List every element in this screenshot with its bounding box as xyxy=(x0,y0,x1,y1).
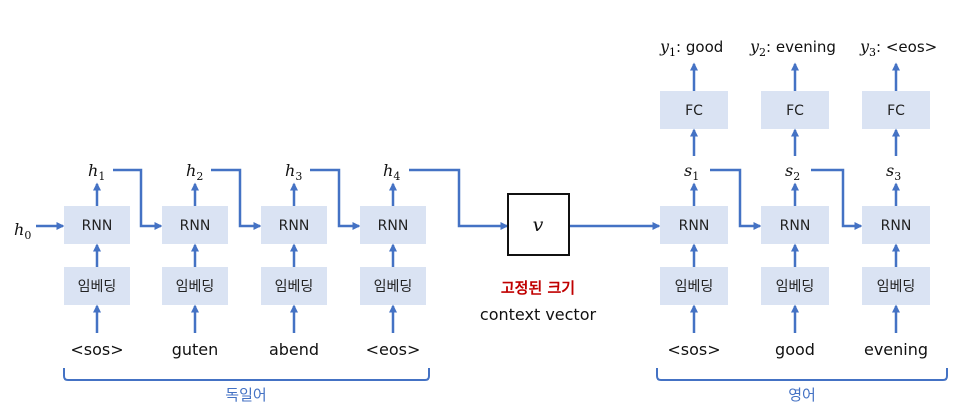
encoder-column-2: RNN 임베딩 guten h2 xyxy=(162,161,228,359)
decoder-rnn-label-3: RNN xyxy=(881,218,912,234)
decoder-rnn-box-3 xyxy=(862,206,930,244)
encoder-embedding-box-1 xyxy=(64,267,130,305)
decoder-fc-box-2 xyxy=(761,91,829,129)
encoder-hidden-label-4: h4 xyxy=(383,161,400,183)
encoder-language-label: 독일어 xyxy=(225,386,266,404)
decoder-fc-box-1 xyxy=(660,91,728,129)
context-vector-label: context vector xyxy=(480,305,597,324)
encoder-hidden-label-1: h1 xyxy=(88,161,105,183)
encoder-column-1: RNN 임베딩 <sos> h1 xyxy=(64,161,130,359)
context-vector-symbol: v xyxy=(533,214,544,236)
decoder-recurrent-arrow-2 xyxy=(811,168,863,230)
encoder-rnn-box-4 xyxy=(360,206,426,244)
encoder-embedding-label-1: 임베딩 xyxy=(78,279,117,295)
decoder-column-1: FC RNN 임베딩 <sos> s1 y1: good xyxy=(659,37,728,359)
encoder-bracket xyxy=(63,368,430,381)
decoder-column-2: FC RNN 임베딩 good s2 y2: evening xyxy=(749,37,836,359)
decoder-fc-label-2: FC xyxy=(786,103,804,119)
decoder-language-label: 영어 xyxy=(788,386,816,404)
encoder-recurrent-arrow-1 xyxy=(113,168,163,230)
encoder-rnn-box-2 xyxy=(162,206,228,244)
decoder-rnn-box-2 xyxy=(761,206,829,244)
decoder-state-label-1: s1 xyxy=(684,161,699,183)
encoder-embedding-label-2: 임베딩 xyxy=(176,279,215,295)
decoder-state-label-2: s2 xyxy=(785,161,800,183)
encoder-input-token-2: guten xyxy=(172,340,219,359)
decoder-embedding-label-3: 임베딩 xyxy=(877,279,916,295)
decoder-output-label-1: y1: good xyxy=(659,37,723,59)
encoder-rnn-label-2: RNN xyxy=(180,218,211,234)
decoder-bracket xyxy=(656,368,948,381)
decoder-input-token-1: <sos> xyxy=(667,340,720,359)
context-vector-box xyxy=(507,193,570,256)
decoder-fc-box-3 xyxy=(862,91,930,129)
encoder-rnn-label-4: RNN xyxy=(378,218,409,234)
encoder-embedding-box-3 xyxy=(261,267,327,305)
decoder-input-token-2: good xyxy=(775,340,815,359)
decoder-fc-label-3: FC xyxy=(887,103,905,119)
encoder-embedding-label-4: 임베딩 xyxy=(374,279,413,295)
decoder-embedding-label-1: 임베딩 xyxy=(675,279,714,295)
decoder-rnn-label-1: RNN xyxy=(679,218,710,234)
encoder-input-token-1: <sos> xyxy=(70,340,123,359)
decoder-rnn-label-2: RNN xyxy=(780,218,811,234)
encoder-input-token-3: abend xyxy=(269,340,319,359)
encoder-recurrent-arrow-3 xyxy=(310,168,361,230)
decoder-state-label-3: s3 xyxy=(886,161,901,183)
encoder-embedding-box-4 xyxy=(360,267,426,305)
decoder-embedding-box-3 xyxy=(862,267,930,305)
encoder-rnn-label-1: RNN xyxy=(82,218,113,234)
encoder-rnn-box-3 xyxy=(261,206,327,244)
encoder-hidden-label-2: h2 xyxy=(186,161,203,183)
encoder-recurrent-arrow-2 xyxy=(211,168,262,230)
decoder-embedding-label-2: 임베딩 xyxy=(776,279,815,295)
encoder-embedding-label-3: 임베딩 xyxy=(275,279,314,295)
encoder-column-3: RNN 임베딩 abend h3 xyxy=(261,161,327,359)
decoder-embedding-box-2 xyxy=(761,267,829,305)
encoder-h0-label: h0 xyxy=(14,220,31,242)
encoder-rnn-box-1 xyxy=(64,206,130,244)
decoder-rnn-box-1 xyxy=(660,206,728,244)
encoder-input-token-4: <eos> xyxy=(366,340,421,359)
encoder-embedding-box-2 xyxy=(162,267,228,305)
encoder-column-4: RNN 임베딩 <eos> h4 xyxy=(360,161,426,359)
decoder-output-label-3: y3: <eos> xyxy=(859,37,937,59)
encoder-rnn-label-3: RNN xyxy=(279,218,310,234)
encoder-hidden-label-3: h3 xyxy=(285,161,302,183)
decoder-fc-label-1: FC xyxy=(685,103,703,119)
decoder-recurrent-arrow-1 xyxy=(710,168,762,230)
context-fixed-size-label: 고정된 크기 xyxy=(501,279,575,297)
decoder-column-3: FC RNN 임베딩 evening s3 y3: <eos> xyxy=(859,37,937,359)
decoder-embedding-box-1 xyxy=(660,267,728,305)
decoder-output-label-2: y2: evening xyxy=(749,37,836,59)
decoder-input-token-3: evening xyxy=(864,340,928,359)
encoder-to-context-arrow xyxy=(409,168,509,230)
